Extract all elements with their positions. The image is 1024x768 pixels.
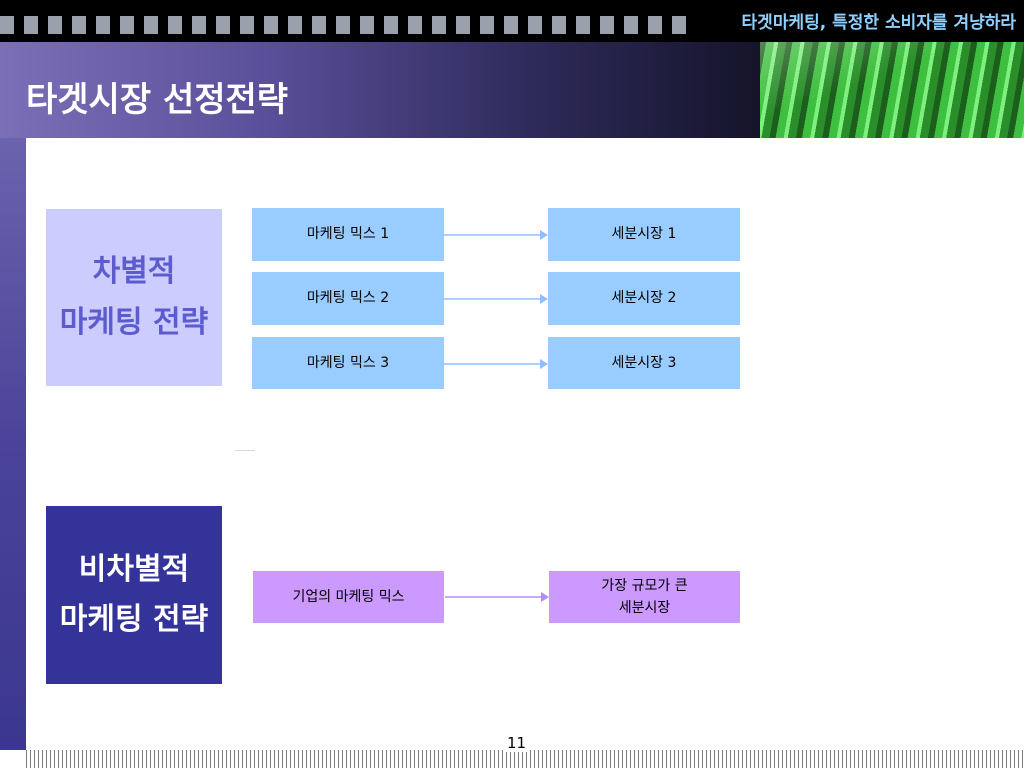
- strategy-label-line2: 마케팅 전략: [59, 602, 209, 637]
- strategy-label-line2: 마케팅 전략: [59, 304, 209, 340]
- marketing-mix-box-2: 마케팅 믹스 2: [252, 272, 444, 325]
- marketing-mix-box-3: 마케팅 믹스 3: [252, 337, 444, 389]
- segment-box-3: 세분시장 3: [548, 337, 740, 389]
- top-bar: [0, 0, 1024, 42]
- arrow-mix3-to-segment3: [444, 359, 548, 369]
- differentiated-strategy-box: 차별적 마케팅 전략: [46, 209, 222, 386]
- page-title: 타겟시장 선정전략: [26, 80, 289, 120]
- marketing-mix-box-1: 마케팅 믹스 1: [252, 208, 444, 261]
- slide-subtitle: 타겟마케팅, 특정한 소비자를 겨냥하라: [741, 13, 1016, 33]
- page-number: 11: [505, 734, 529, 752]
- undifferentiated-strategy-box: 비차별적 마케팅 전략: [46, 506, 222, 684]
- segment-box-1: 세분시장 1: [548, 208, 740, 261]
- arrow-mix-to-largest-segment: [445, 592, 549, 602]
- divider-mark: [235, 450, 255, 451]
- largest-segment-box: 가장 규모가 큰 세분시장: [549, 571, 740, 623]
- arrow-mix2-to-segment2: [444, 294, 548, 304]
- film-strip-decoration: [0, 16, 690, 34]
- segment-line1: 가장 규모가 큰: [601, 577, 688, 594]
- bottom-tick-strip: [26, 750, 1024, 768]
- header-band: [0, 42, 760, 138]
- header-photo: [760, 42, 1024, 138]
- segment-line2: 세분시장: [618, 600, 671, 616]
- company-marketing-mix-box: 기업의 마케팅 믹스: [253, 571, 444, 623]
- left-accent-stripe: [0, 138, 26, 750]
- segment-box-2: 세분시장 2: [548, 272, 740, 325]
- strategy-label-line1: 차별적: [92, 254, 176, 289]
- arrow-mix1-to-segment1: [444, 230, 548, 240]
- strategy-label-line1: 비차별적: [78, 551, 190, 587]
